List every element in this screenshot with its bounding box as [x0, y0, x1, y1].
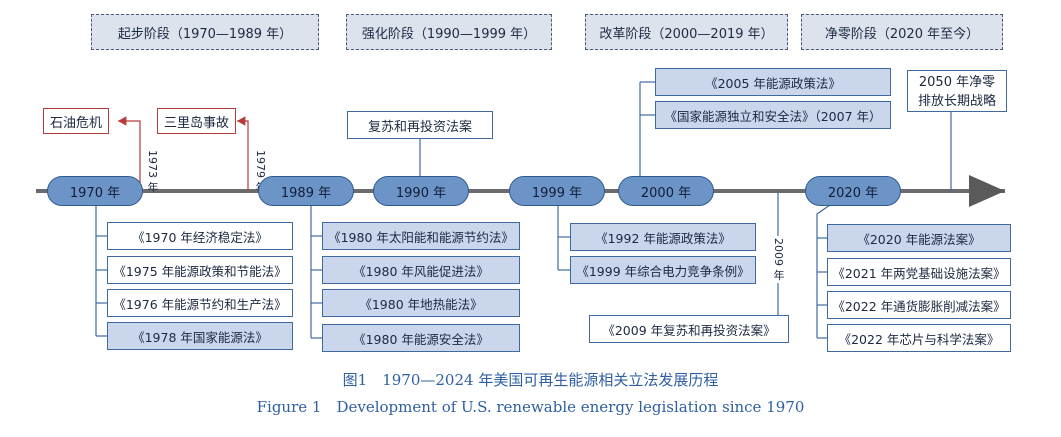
- line-1979: [237, 116, 249, 191]
- law-2021: 《2021 年两党基础设施法案》: [827, 258, 1011, 286]
- node-1970: 1970 年: [47, 176, 143, 206]
- event-oil-crisis: 石油危机: [43, 108, 110, 134]
- event-three-mile-island: 三里岛事故: [157, 108, 237, 134]
- law-2022-ira: 《2022 年通货膨胀削减法案》: [827, 291, 1011, 319]
- node-1999: 1999 年: [509, 176, 605, 206]
- caption-en: Figure 1 Development of U.S. renewable e…: [256, 398, 805, 416]
- law-2022-chips: 《2022 年芯片与科学法案》: [827, 324, 1011, 352]
- node-1990: 1990 年: [373, 176, 469, 206]
- line-1973: [118, 116, 141, 191]
- stage-net-zero: 净零阶段（2020 年至今）: [801, 14, 1003, 50]
- law-1970: 《1970 年经济稳定法》: [107, 222, 293, 250]
- law-1980-solar: 《1980 年太阳能和能源节约法》: [322, 222, 520, 250]
- law-2020: 《2020 年能源法案》: [827, 224, 1011, 252]
- law-1976: 《1976 年能源节约和生产法》: [107, 289, 293, 317]
- event-net-zero-strategy: 2050 年净零排放长期战略: [907, 70, 1007, 112]
- law-1992: 《1992 年能源政策法》: [570, 223, 756, 251]
- law-1975: 《1975 年能源政策和节能法》: [107, 256, 293, 284]
- law-2007: 《国家能源独立和安全法》（2007 年）: [655, 101, 891, 129]
- event-recovery-act: 复苏和再投资法案: [347, 111, 493, 139]
- law-1999: 《1999 年综合电力竞争条例》: [570, 256, 756, 284]
- bracket-2020s: [816, 204, 831, 338]
- node-2020: 2020 年: [805, 176, 901, 206]
- stage-reform: 改革阶段（2000—2019 年）: [585, 14, 788, 50]
- node-1989: 1989 年: [258, 176, 354, 206]
- law-1978: 《1978 年国家能源法》: [107, 322, 293, 350]
- law-2005: 《2005 年能源政策法》: [655, 68, 891, 96]
- law-2009: 《2009 年复苏和再投资法案》: [589, 315, 789, 343]
- year-1973-label: 1973 年: [146, 150, 159, 193]
- caption-cn: 图1 1970—2024 年美国可再生能源相关立法发展历程: [342, 371, 719, 389]
- law-1980-geothermal: 《1980 年地热能法》: [322, 289, 520, 317]
- node-2000: 2000 年: [618, 176, 714, 206]
- year-2009-label: 2009 年: [770, 236, 786, 283]
- stage-strengthen: 强化阶段（1990—1999 年）: [346, 14, 552, 50]
- stage-start: 起步阶段（1970—1989 年）: [91, 14, 319, 50]
- law-1980-security: 《1980 年能源安全法》: [322, 324, 520, 352]
- law-1980-wind: 《1980 年风能促进法》: [322, 256, 520, 284]
